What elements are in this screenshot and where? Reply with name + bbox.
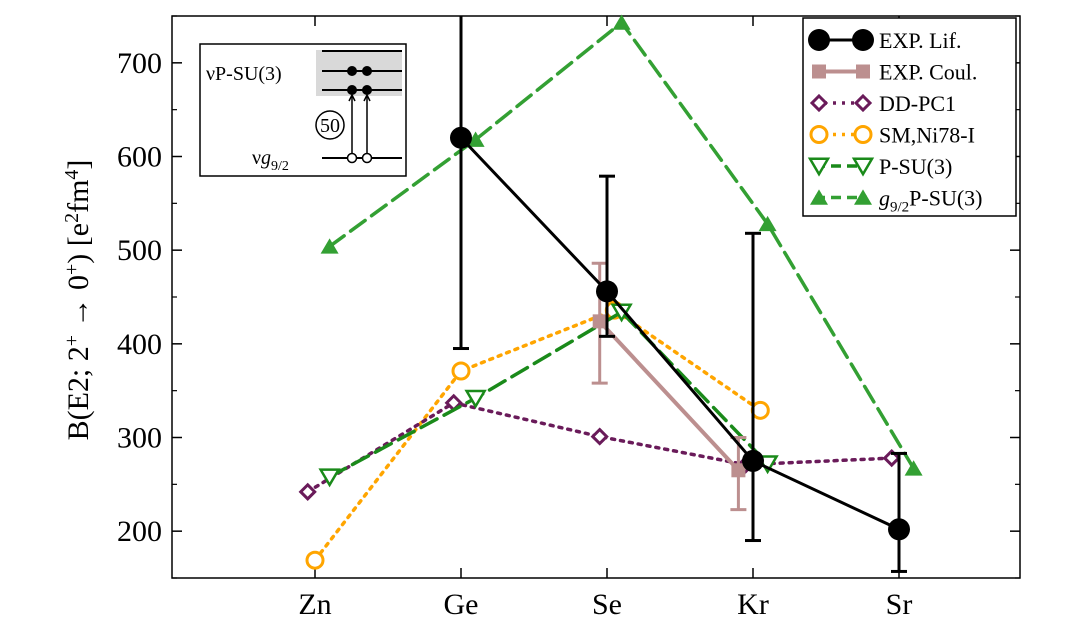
legend-label: g9/2P-SU(3) (879, 186, 983, 216)
data-point (305, 550, 325, 570)
series-1 (591, 261, 747, 512)
data-point (592, 314, 607, 329)
data-point (596, 280, 618, 303)
y-tick-label: 400 (117, 328, 162, 361)
inset-filled-particle (347, 66, 357, 76)
data-point (450, 126, 472, 149)
data-point (812, 64, 826, 79)
y-tick-label: 500 (117, 234, 162, 267)
data-point (318, 468, 341, 488)
legend-label: DD-PC1 (879, 91, 956, 116)
data-point (810, 189, 828, 205)
y-tick-label: 700 (117, 47, 162, 80)
series-0 (450, 16, 910, 573)
x-tick-label: Zn (298, 588, 331, 621)
data-point (742, 449, 764, 472)
inset-filled-particle (347, 85, 357, 95)
data-point (852, 29, 874, 51)
data-point (853, 93, 873, 113)
series-line (313, 308, 763, 562)
data-point (851, 157, 875, 177)
inset-label-bottom: νg9/2 (252, 147, 289, 174)
x-tick-label: Ge (444, 588, 479, 621)
inset-open-hole (346, 152, 358, 164)
legend-label: EXP. Lif. (879, 28, 962, 53)
series-line (305, 400, 894, 494)
inset-label-top: νP-SU(3) (206, 63, 282, 85)
data-point (809, 93, 829, 113)
inset-arrowhead (363, 93, 371, 102)
inset-filled-particle (362, 85, 372, 95)
legend-label: EXP. Coul. (879, 60, 977, 85)
series-line (597, 319, 741, 473)
legend-box (802, 17, 1017, 217)
series-2 (298, 393, 901, 501)
inset-open-hole (361, 152, 373, 164)
inset-shaded-band (316, 50, 402, 96)
series-line (327, 309, 770, 479)
series-line (459, 136, 901, 531)
data-point (807, 157, 831, 177)
inset-magic-circle (315, 110, 345, 140)
data-point (808, 29, 830, 51)
y-tick-label: 200 (117, 515, 162, 548)
y-tick-label: 600 (117, 141, 162, 174)
data-point (758, 215, 777, 232)
data-point (451, 361, 471, 381)
data-point (298, 482, 317, 501)
x-tick-label: Se (592, 588, 622, 621)
y-axis-title: B(E2; 2+ → 0+) [e2fm4] (61, 160, 95, 441)
legend-label: P-SU(3) (879, 154, 952, 179)
series-4 (318, 303, 779, 488)
inset-filled-particle (362, 66, 372, 76)
series-5 (320, 14, 923, 476)
inset-arrowhead (348, 93, 356, 102)
x-tick-label: Kr (737, 588, 769, 621)
data-point (809, 125, 829, 144)
data-point (750, 400, 770, 420)
y-tick-label: 300 (117, 422, 162, 455)
data-point (320, 238, 339, 254)
data-point (853, 125, 873, 144)
x-tick-label: Sr (886, 588, 913, 621)
data-point (731, 463, 746, 478)
data-point (464, 389, 487, 409)
data-point (904, 460, 923, 476)
inset-label-magic: 50 (320, 115, 340, 137)
series-3 (305, 300, 770, 570)
data-point (854, 189, 872, 205)
data-point (888, 518, 910, 541)
data-point (856, 64, 870, 79)
data-point (590, 427, 609, 446)
data-point (466, 131, 485, 147)
data-point (612, 14, 631, 30)
legend-label: SM,Ni78-I (879, 123, 975, 148)
